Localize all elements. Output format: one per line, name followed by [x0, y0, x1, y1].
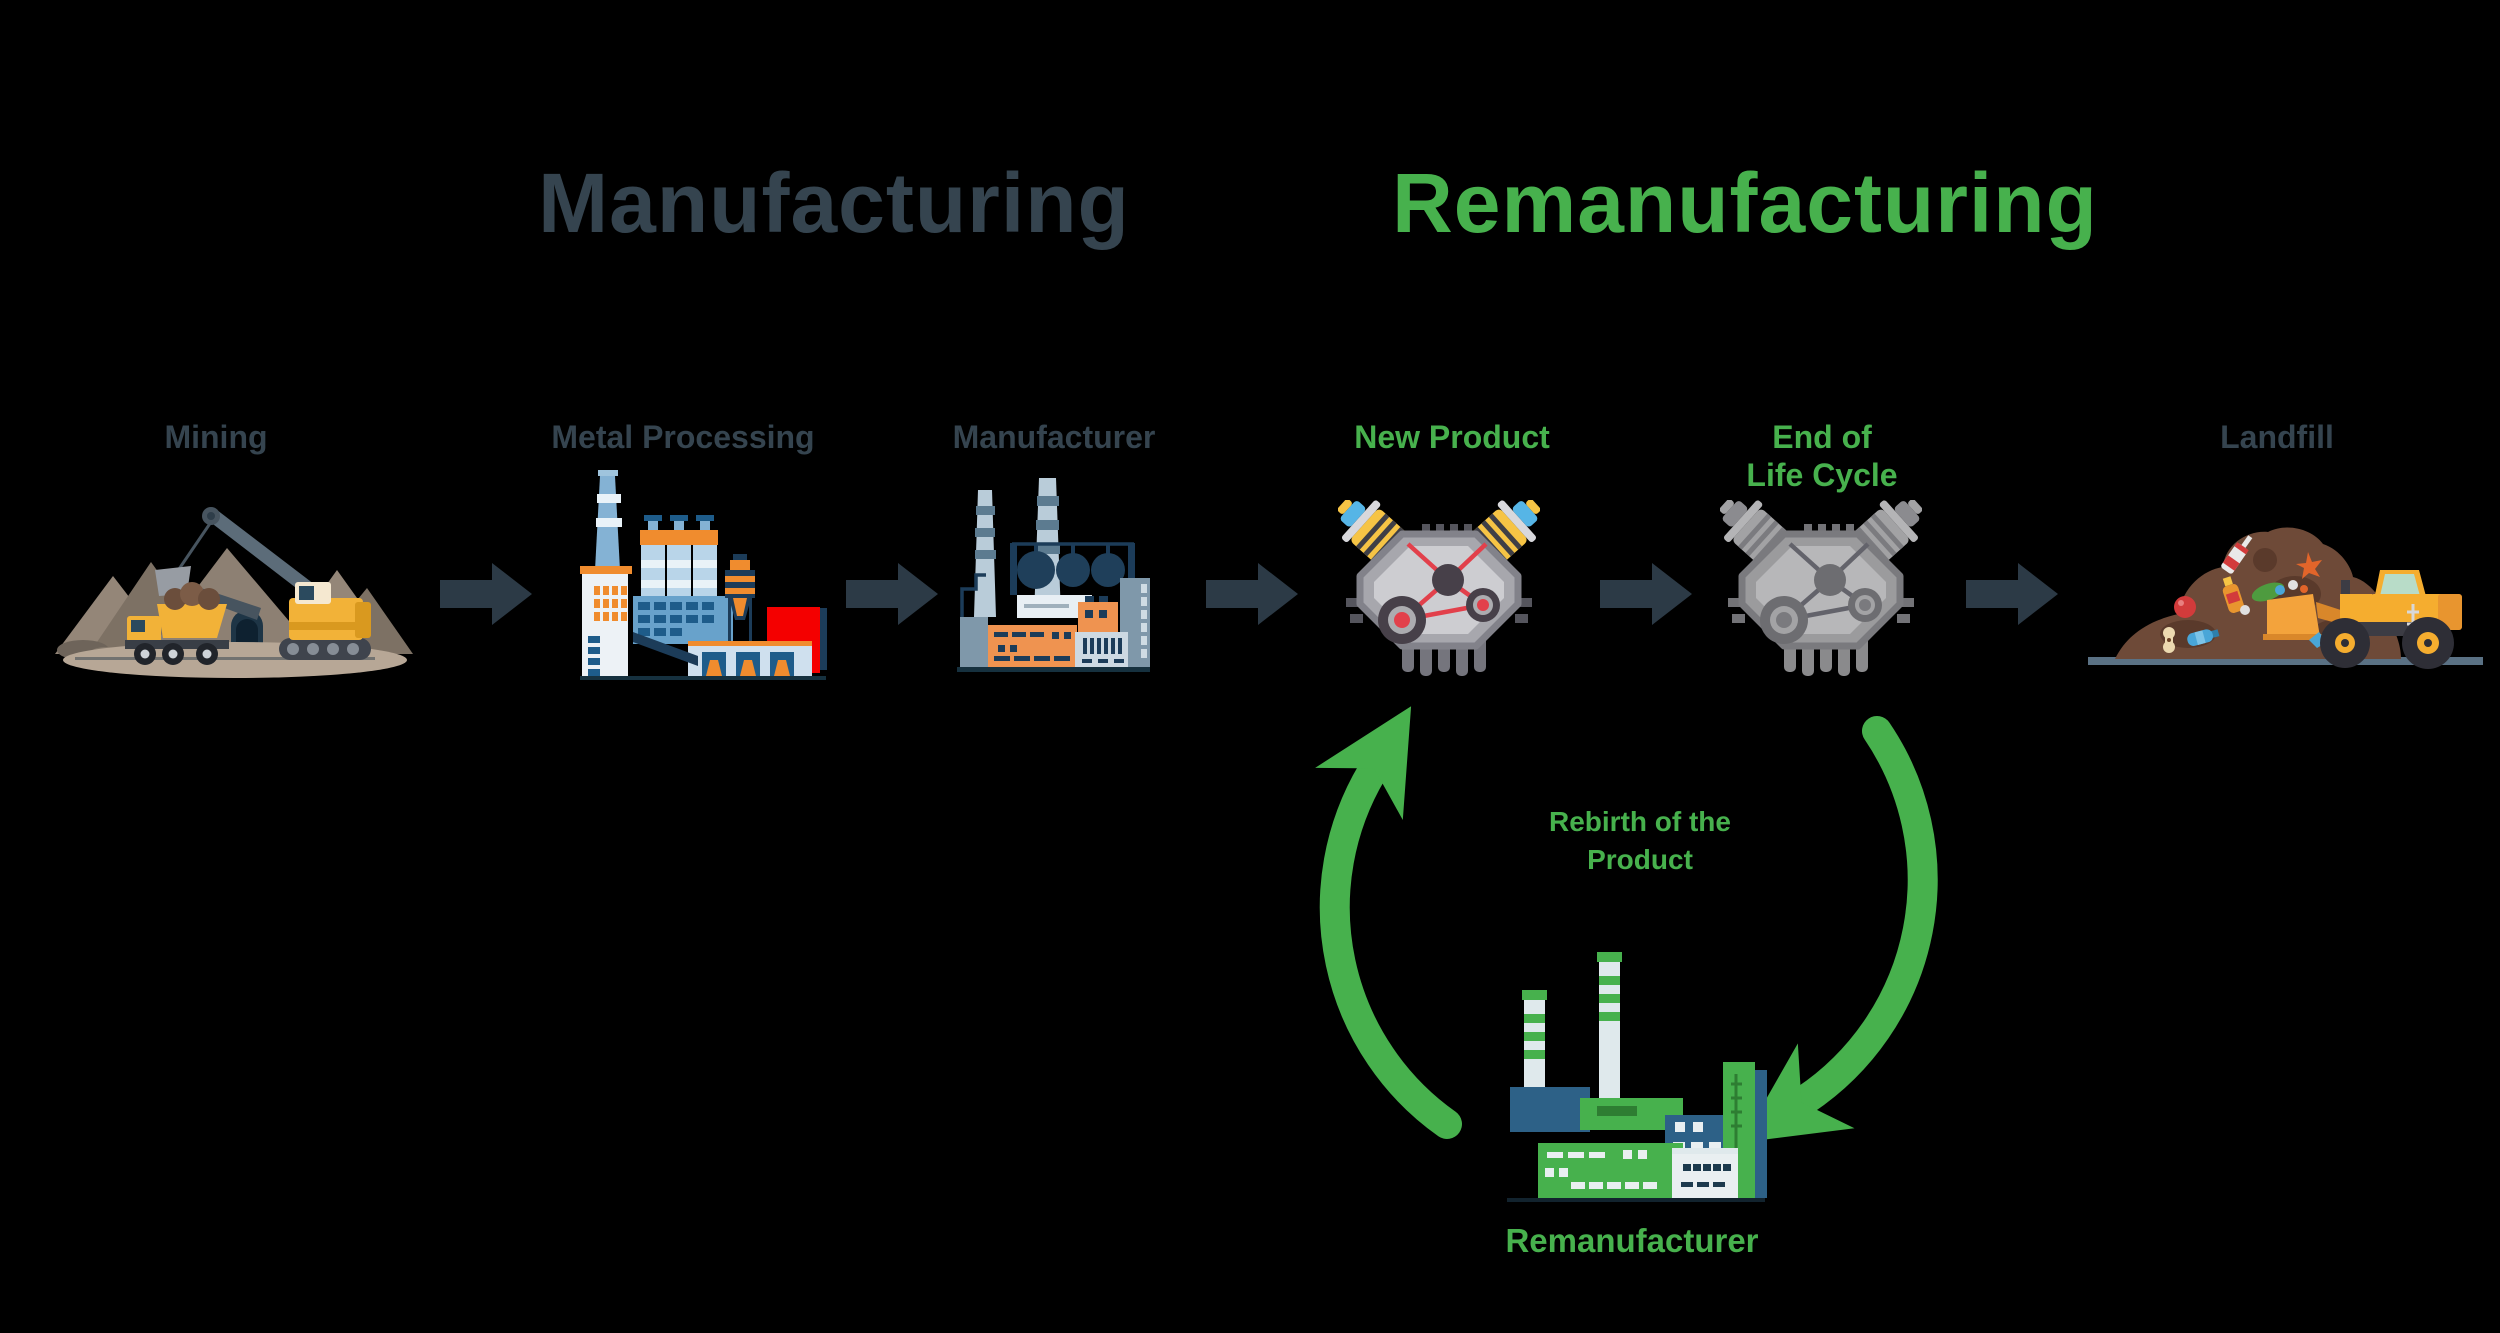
remanufacturer-factory-icon — [1507, 952, 1767, 1202]
remanufacturing-title: Remanufacturing — [1392, 156, 2098, 250]
recycle-loop-arrows-icon — [1315, 706, 1938, 1143]
landfill-scene-icon — [2088, 527, 2483, 669]
stage-label-new-product: New Product — [1354, 419, 1550, 455]
manufacturing-title: Manufacturing — [538, 156, 1130, 250]
metal-processing-plant-icon — [580, 470, 827, 680]
cycle-arrow-left — [1315, 706, 1462, 1139]
stage-label-landfill: Landfill — [2220, 419, 2334, 455]
new-product-engine-icon — [1338, 500, 1540, 676]
stage-label-mining: Mining — [164, 419, 268, 455]
arrow-right-icon — [1600, 563, 1692, 625]
end-of-life-engine-icon — [1720, 500, 1922, 676]
arrow-right-icon — [440, 563, 532, 625]
stage-label-end-of-life-1: End of — [1772, 419, 1872, 455]
arrow-right-icon — [846, 563, 938, 625]
cycle-caption-line2: Product — [1587, 844, 1693, 875]
stage-label-metal-processing: Metal Processing — [551, 419, 815, 455]
cycle-arrow-right — [1741, 716, 1938, 1143]
mining-scene-icon — [55, 507, 413, 678]
stage-label-manufacturer: Manufacturer — [952, 419, 1156, 455]
arrow-right-icon — [1966, 563, 2058, 625]
stage-label-end-of-life-2: Life Cycle — [1746, 457, 1898, 493]
arrow-right-icon — [1206, 563, 1298, 625]
cycle-caption-line1: Rebirth of the — [1549, 806, 1731, 837]
manufacturer-factory-icon — [957, 478, 1150, 672]
stage-label-remanufacturer: Remanufacturer — [1505, 1222, 1759, 1259]
